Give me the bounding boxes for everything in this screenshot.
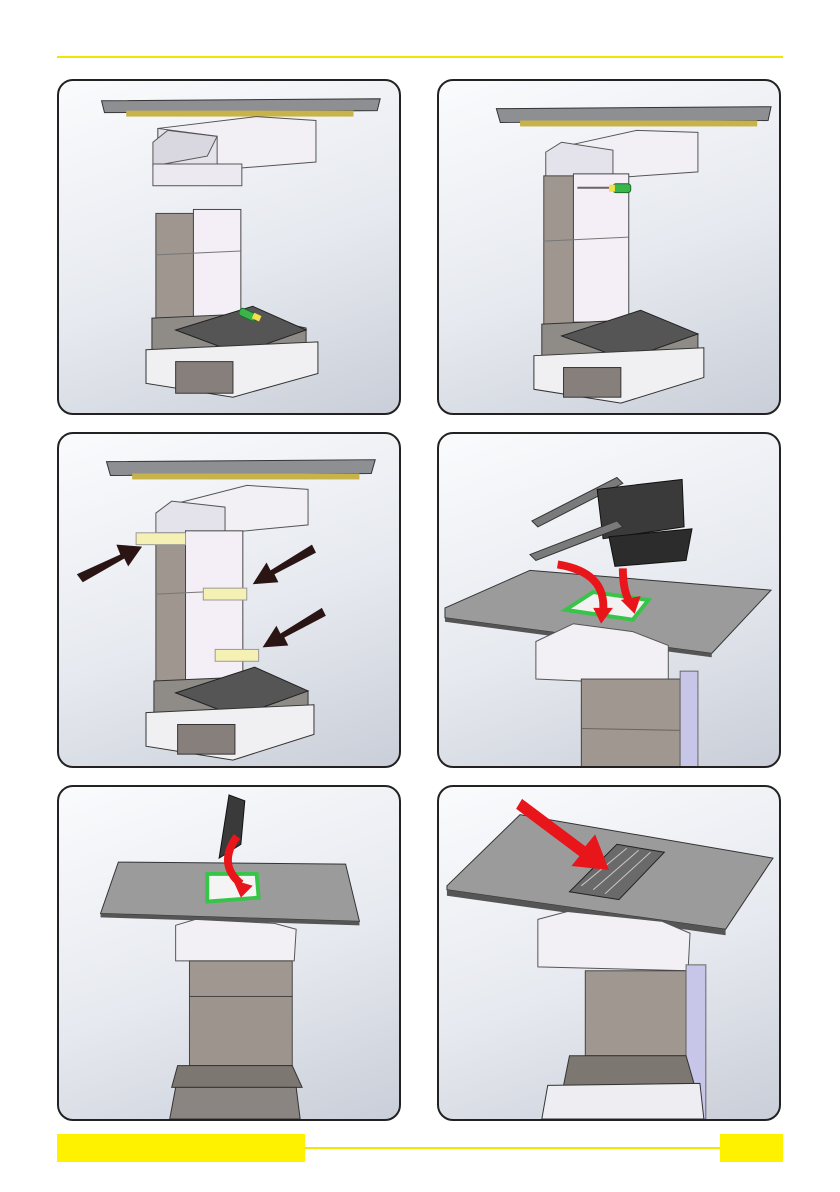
bracket-icon bbox=[203, 588, 246, 600]
footer-rule bbox=[305, 1147, 720, 1149]
step-2-panel bbox=[437, 79, 781, 415]
step-2-illustration bbox=[439, 81, 779, 413]
step-5-illustration bbox=[59, 787, 399, 1119]
step-4-illustration bbox=[439, 434, 779, 766]
step-1-illustration bbox=[59, 81, 399, 413]
step-6-panel bbox=[437, 785, 781, 1121]
footer-bar-left bbox=[57, 1134, 305, 1162]
step-1-panel bbox=[57, 79, 401, 415]
header-rule bbox=[57, 56, 783, 58]
bracket-icon bbox=[136, 533, 185, 545]
step-6-illustration bbox=[439, 787, 779, 1119]
step-3-illustration bbox=[59, 434, 399, 766]
footer-bar-right bbox=[720, 1134, 783, 1162]
step-4-panel bbox=[437, 432, 781, 768]
arrow-icon bbox=[77, 545, 142, 583]
step-5-panel bbox=[57, 785, 401, 1121]
bracket-icon bbox=[215, 649, 258, 661]
arrow-icon bbox=[263, 608, 326, 648]
step-3-panel bbox=[57, 432, 401, 768]
arrow-icon bbox=[253, 545, 316, 585]
